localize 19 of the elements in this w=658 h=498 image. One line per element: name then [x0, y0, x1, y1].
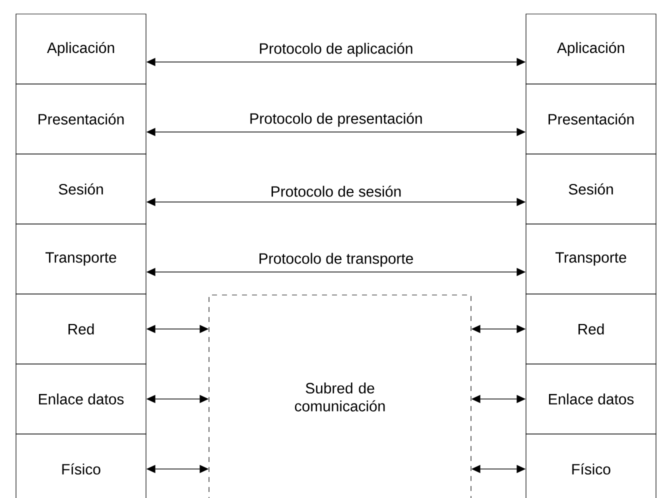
layer-box: Físico [16, 434, 146, 498]
layer-box: Enlace datos [526, 364, 656, 434]
layer-box: Red [16, 294, 146, 364]
layer-box: Red [526, 294, 656, 364]
layer-box: Presentación [526, 84, 656, 154]
subnet-box: Subred de comunicación [208, 294, 472, 498]
layer-box: Presentación [16, 84, 146, 154]
edge-label: Protocolo de aplicación [260, 42, 412, 57]
layer-box: Aplicación [526, 14, 656, 84]
layer-box: Sesión [526, 154, 656, 224]
layer-box: Transporte [526, 224, 656, 294]
edge-label: Protocolo de sesión [272, 186, 401, 197]
layer-box: Transporte [16, 224, 146, 294]
layer-box: Aplicación [16, 14, 146, 84]
layer-box: Enlace datos [16, 364, 146, 434]
edge-label: Protocolo de presentación [250, 112, 422, 127]
layer-box: Sesión [16, 154, 146, 224]
edge-label: Protocolo de transporte [260, 252, 413, 267]
layer-box: Físico [526, 434, 656, 498]
